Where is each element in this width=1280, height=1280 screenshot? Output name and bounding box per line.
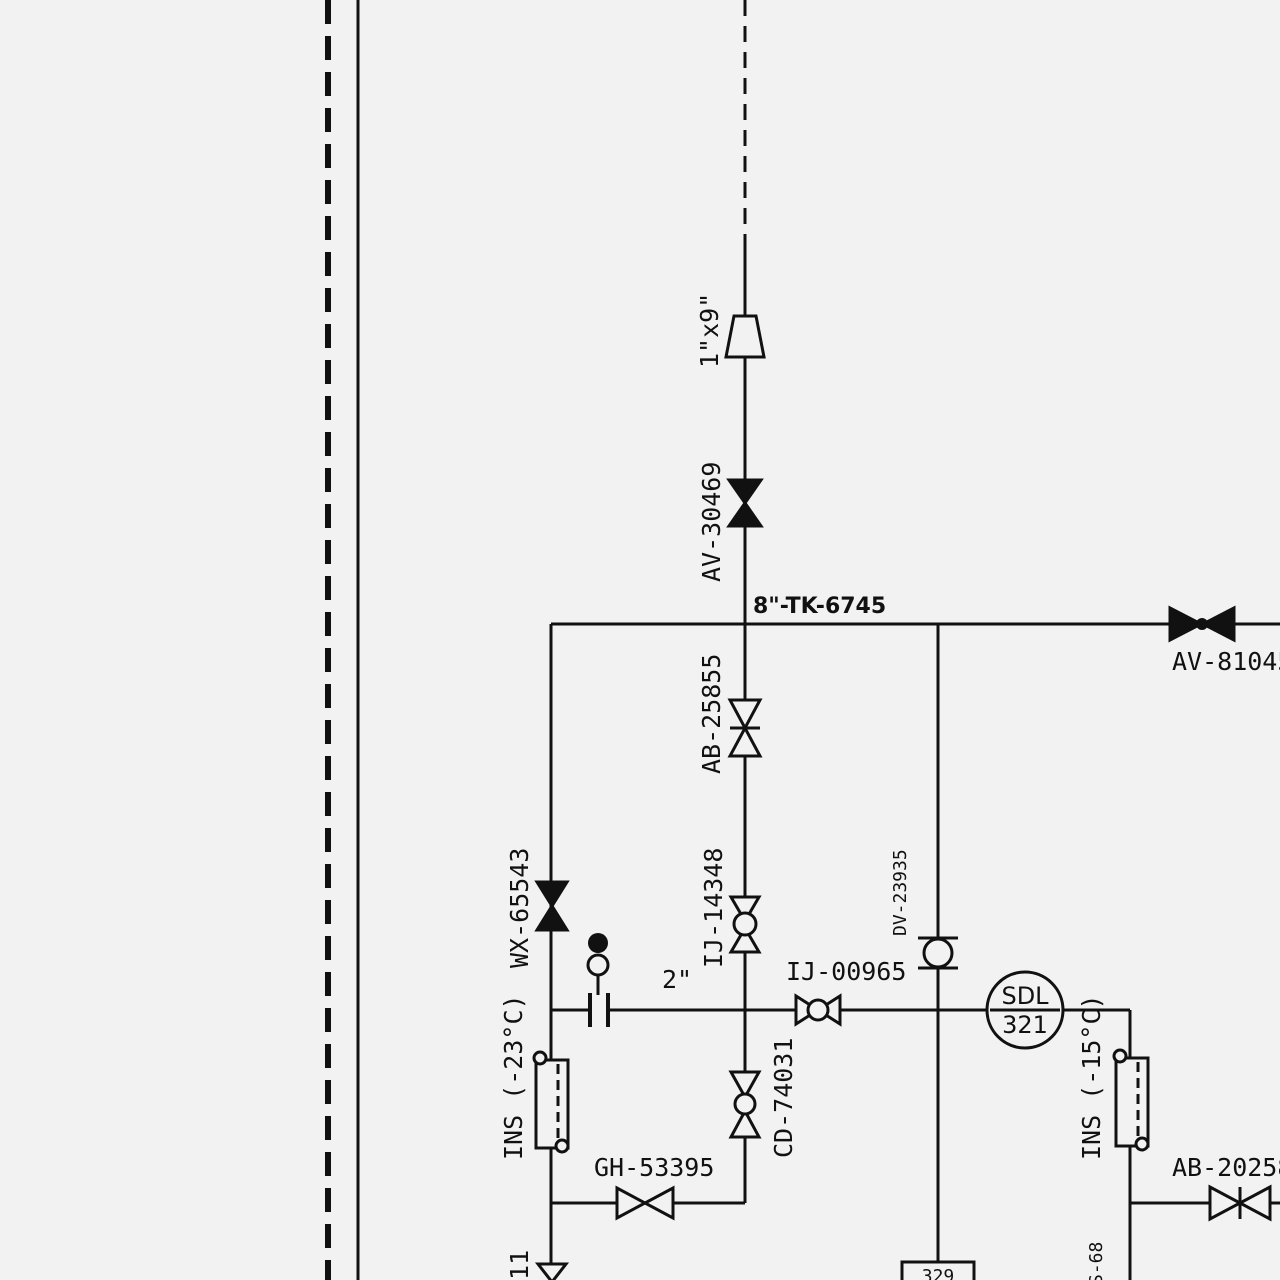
valve-ab-25855[interactable]	[727, 698, 763, 732]
dv-23935-label: DV-23935	[890, 849, 911, 936]
bottom-right-label: S-68	[1086, 1242, 1107, 1280]
blind-filled-circle	[588, 933, 608, 953]
box-329[interactable]	[900, 1260, 976, 1280]
valve-av-81045[interactable]	[1168, 605, 1205, 643]
valve-ij-14348-lower	[728, 925, 762, 954]
valve-ab-25855-lower	[727, 724, 763, 758]
ins-right-label: INS (-15°C)	[1077, 994, 1106, 1160]
insulation-right	[1114, 1056, 1150, 1148]
valve-gh-53395-right	[641, 1185, 675, 1221]
valve-cd-74031[interactable]	[728, 1070, 762, 1101]
valve-ij-00965-ball	[806, 998, 830, 1022]
av-81045-label: AV-81045	[1172, 647, 1280, 676]
reducer-label: 1"x9"	[695, 293, 724, 368]
valve-cd-74031-ball	[733, 1092, 757, 1116]
instrument-tag-top: SDL	[1001, 982, 1049, 1010]
insulation-right-knob-bottom	[1134, 1136, 1150, 1152]
ab-25855-label: AB-25855	[697, 654, 726, 774]
line-number-label: 8"-TK-6745	[753, 594, 886, 619]
ij-14348-label: IJ-14348	[699, 848, 728, 968]
ab-20258-label: AB-20258	[1172, 1153, 1280, 1182]
reducer-symbol	[724, 314, 766, 359]
valve-cd-74031-lower	[728, 1107, 762, 1139]
valve-av-30469-lower	[726, 500, 764, 528]
blind-open-circle	[586, 953, 610, 977]
bottom-left-valve-partial	[534, 1262, 570, 1280]
gh-53395-label: GH-53395	[594, 1153, 714, 1182]
valve-ij-14348[interactable]	[728, 895, 762, 924]
valve-av-81045-stem	[1196, 618, 1208, 630]
insulation-left-knob-bottom	[554, 1138, 570, 1154]
insulation-right-knob-top	[1112, 1048, 1128, 1064]
av-30469-label: AV-30469	[697, 462, 726, 582]
cd-74031-label: CD-74031	[769, 1038, 798, 1158]
insulation-left	[534, 1058, 570, 1150]
valve-ab-20258-right	[1236, 1184, 1272, 1222]
dv-23935-device[interactable]	[922, 937, 954, 969]
valve-ab-20258[interactable]	[1208, 1184, 1244, 1222]
valve-av-81045-right	[1199, 605, 1236, 643]
valve-ij-14348-ball	[732, 911, 758, 937]
bottom-left-label: 711	[505, 1250, 534, 1280]
wx-65543-label: WX-65543	[505, 848, 534, 968]
ij-00965-label: IJ-00965	[786, 957, 906, 986]
ins-left-label: INS (-23°C)	[499, 994, 528, 1160]
valve-wx-65543-lower	[534, 903, 570, 932]
valve-gh-53395[interactable]	[615, 1185, 649, 1221]
box-329-label: 329	[922, 1266, 955, 1280]
valve-wx-65543[interactable]	[534, 880, 570, 909]
instrument-tag-bottom: 321	[1002, 1011, 1048, 1039]
valve-av-30469[interactable]	[726, 478, 764, 506]
pipe-size-label: 2"	[662, 965, 692, 994]
insulation-left-knob-top	[532, 1050, 548, 1066]
